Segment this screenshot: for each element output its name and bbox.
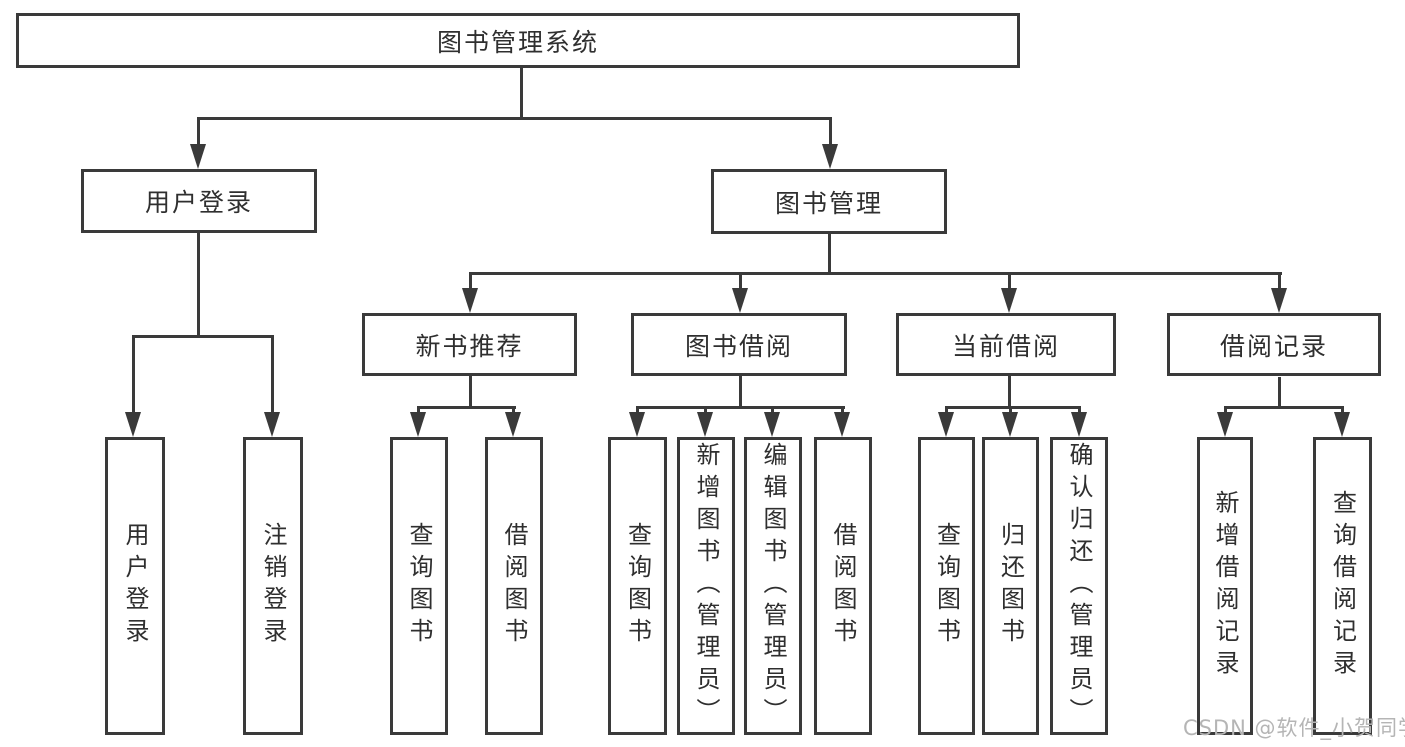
connector-root-trunk bbox=[520, 68, 523, 118]
connector-stem bbox=[1008, 376, 1011, 409]
arrowhead-icon bbox=[1334, 412, 1350, 437]
connector-splitter bbox=[132, 335, 274, 338]
leaf-borrow-books-recommend: 借阅图书 bbox=[485, 437, 543, 735]
node-label: 图书管理 bbox=[774, 188, 883, 218]
node-current-borrowing: 当前借阅 bbox=[896, 313, 1116, 376]
arrowhead-icon bbox=[1002, 412, 1018, 437]
node-label: 图书借阅 bbox=[684, 331, 793, 361]
connector-splitter bbox=[636, 406, 845, 409]
connector-arm bbox=[1278, 272, 1281, 292]
arrowhead-icon bbox=[264, 412, 280, 437]
node-label: 借阅记录 bbox=[1219, 331, 1328, 361]
connector-arm bbox=[739, 272, 742, 292]
connector-stem bbox=[197, 233, 200, 338]
leaf-add-borrow-record: 新增借阅记录 bbox=[1197, 437, 1253, 735]
leaf-confirm-return-admin: 确认归还（管理员） bbox=[1050, 437, 1108, 735]
connector-arm bbox=[132, 335, 135, 415]
connector-stem bbox=[739, 376, 742, 409]
arrowhead-icon bbox=[764, 412, 780, 437]
connector-level1-splitter bbox=[197, 117, 832, 120]
leaf-label: 查询借阅记录 bbox=[1328, 490, 1357, 682]
connector-splitter bbox=[945, 406, 1081, 409]
leaf-add-books-admin: 新增图书（管理员） bbox=[677, 437, 735, 735]
connector-arm bbox=[469, 272, 472, 292]
arrowhead-icon bbox=[732, 288, 748, 313]
leaf-user-login: 用户登录 bbox=[105, 437, 165, 735]
arrowhead-icon bbox=[1001, 288, 1017, 313]
connector-arm bbox=[1008, 272, 1011, 292]
leaf-query-borrow-record: 查询借阅记录 bbox=[1313, 437, 1372, 735]
leaf-label: 借阅图书 bbox=[829, 522, 857, 650]
node-library-management-system: 图书管理系统 bbox=[16, 13, 1020, 68]
leaf-query-books-current: 查询图书 bbox=[918, 437, 975, 735]
arrowhead-icon bbox=[505, 412, 521, 437]
arrowhead-icon bbox=[125, 412, 141, 437]
leaf-label: 确认归还（管理员） bbox=[1065, 442, 1093, 730]
leaf-return-books: 归还图书 bbox=[982, 437, 1039, 735]
arrowhead-icon bbox=[938, 412, 954, 437]
node-label: 新书推荐 bbox=[415, 331, 524, 361]
node-book-management-module: 图书管理 bbox=[711, 169, 947, 234]
arrowhead-icon bbox=[629, 412, 645, 437]
leaf-edit-books-admin: 编辑图书（管理员） bbox=[744, 437, 802, 735]
leaf-label: 新增图书（管理员） bbox=[692, 442, 720, 730]
node-label: 图书管理系统 bbox=[436, 27, 599, 57]
leaf-label: 查询图书 bbox=[932, 522, 961, 650]
arrowhead-icon bbox=[1071, 412, 1087, 437]
leaf-label: 编辑图书（管理员） bbox=[759, 442, 787, 730]
arrowhead-icon bbox=[1217, 412, 1233, 437]
node-label: 当前借阅 bbox=[951, 331, 1060, 361]
arrowhead-icon bbox=[1271, 288, 1287, 313]
csdn-watermark: CSDN @软件_小贺同学 bbox=[1183, 716, 1405, 740]
arrowhead-icon bbox=[462, 288, 478, 313]
connector-stem bbox=[469, 376, 472, 409]
leaf-label: 用户登录 bbox=[121, 522, 149, 650]
connector-arm bbox=[829, 117, 832, 149]
connector-splitter bbox=[1224, 406, 1344, 409]
connector-arm bbox=[197, 117, 200, 149]
connector-stem bbox=[828, 234, 831, 275]
leaf-label: 借阅图书 bbox=[500, 522, 528, 650]
node-borrowing-records: 借阅记录 bbox=[1167, 313, 1381, 376]
leaf-label: 归还图书 bbox=[996, 522, 1025, 650]
arrowhead-icon bbox=[822, 144, 838, 169]
connector-stem bbox=[1278, 377, 1281, 409]
connector-splitter bbox=[418, 406, 516, 409]
leaf-label: 新增借阅记录 bbox=[1211, 490, 1239, 682]
leaf-query-books-recommend: 查询图书 bbox=[390, 437, 448, 735]
leaf-query-books-borrow: 查询图书 bbox=[608, 437, 667, 735]
arrowhead-icon bbox=[697, 412, 713, 437]
node-label: 用户登录 bbox=[144, 188, 253, 217]
leaf-logout: 注销登录 bbox=[243, 437, 303, 735]
leaf-label: 查询图书 bbox=[405, 522, 433, 650]
leaf-label: 注销登录 bbox=[259, 522, 287, 650]
leaf-borrow-books: 借阅图书 bbox=[814, 437, 872, 735]
connector-level2-splitter bbox=[469, 272, 1282, 275]
connector-arm bbox=[271, 335, 274, 415]
node-book-borrowing: 图书借阅 bbox=[631, 313, 847, 376]
leaf-label: 查询图书 bbox=[623, 522, 652, 650]
node-new-book-recommendation: 新书推荐 bbox=[362, 313, 577, 376]
node-user-login-module: 用户登录 bbox=[81, 169, 317, 233]
arrowhead-icon bbox=[190, 144, 206, 169]
arrowhead-icon bbox=[834, 412, 850, 437]
arrowhead-icon bbox=[410, 412, 426, 437]
